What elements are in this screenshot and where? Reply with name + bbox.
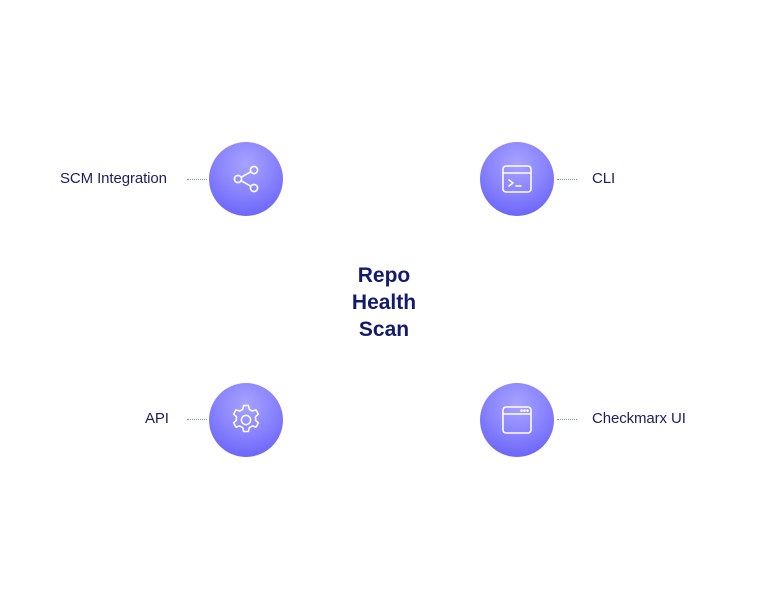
center-title-line-1: Repo bbox=[357, 264, 411, 287]
connector-cli bbox=[557, 179, 577, 180]
connector-checkmarx-ui bbox=[557, 419, 577, 420]
terminal-window-icon bbox=[502, 165, 532, 193]
center-title-line-2: Health bbox=[351, 291, 417, 314]
node-checkmarx-ui[interactable] bbox=[480, 383, 554, 457]
gear-icon bbox=[232, 404, 260, 433]
node-cli[interactable] bbox=[480, 142, 554, 216]
node-api[interactable] bbox=[209, 383, 283, 457]
center-title-line-3: Scan bbox=[358, 318, 410, 341]
center-title: Repo Health Scan bbox=[284, 262, 484, 343]
node-label-scm-integration: SCM Integration bbox=[60, 170, 167, 187]
node-scm-integration[interactable] bbox=[209, 142, 283, 216]
browser-window-icon bbox=[502, 406, 532, 434]
node-label-cli: CLI bbox=[592, 170, 616, 187]
connector-scm-integration bbox=[187, 179, 207, 180]
node-label-api: API bbox=[145, 410, 169, 427]
connector-api bbox=[187, 419, 207, 420]
node-label-checkmarx-ui: Checkmarx UI bbox=[592, 410, 686, 427]
share-icon bbox=[233, 165, 259, 193]
